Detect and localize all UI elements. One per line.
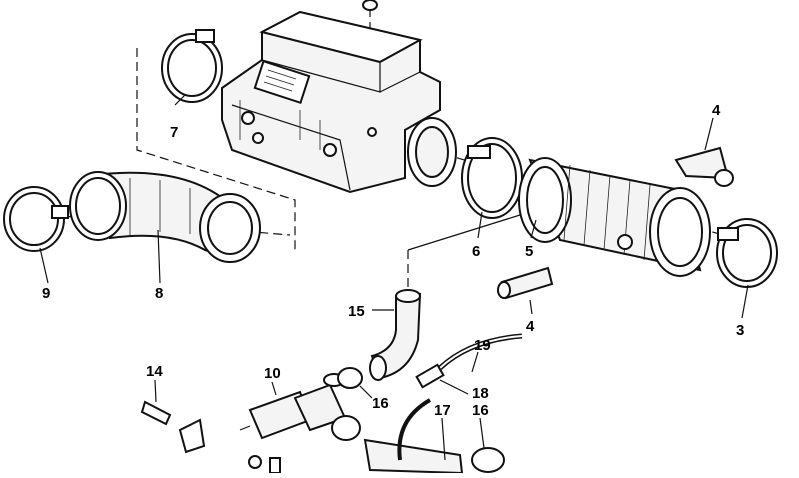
label-8: 8 [155, 285, 163, 302]
hose-clamp-3 [716, 218, 778, 288]
hose-clamps-16-left [331, 367, 363, 441]
hose-clamp-7 [161, 29, 223, 103]
label-16a: 16 [372, 395, 389, 412]
air-flow-meter [221, 0, 457, 194]
label-9: 9 [42, 285, 50, 302]
label-4b: 4 [526, 318, 535, 335]
idle-valve-10 [239, 373, 347, 440]
label-18: 18 [472, 385, 489, 402]
hose-19 [438, 333, 523, 370]
label-6: 6 [472, 243, 480, 260]
label-19: 19 [474, 337, 491, 354]
label-14: 14 [146, 363, 163, 380]
hose-clamp-6 [461, 137, 523, 219]
small-hose-4 [497, 266, 554, 300]
label-3: 3 [736, 322, 744, 339]
label-16b: 16 [472, 402, 489, 419]
bracket-14 [140, 400, 281, 474]
intake-boot-5 [518, 157, 711, 277]
hose-clamp-16-right [471, 447, 505, 473]
label-10: 10 [264, 365, 281, 382]
label-7: 7 [170, 124, 178, 141]
label-17: 17 [434, 402, 451, 419]
callout-labels: 7 4 6 5 9 8 3 15 4 19 14 10 18 16 17 16 [42, 102, 744, 419]
label-4a: 4 [712, 102, 721, 119]
leader-lines [39, 94, 749, 461]
label-5: 5 [525, 243, 533, 260]
elbow-connector-4-top [674, 146, 734, 187]
intake-hose-8 [69, 171, 261, 263]
hose-clamp-9 [3, 186, 69, 252]
valve-18 [415, 363, 445, 389]
label-15: 15 [348, 303, 365, 320]
elbow-hose-15 [369, 289, 422, 381]
